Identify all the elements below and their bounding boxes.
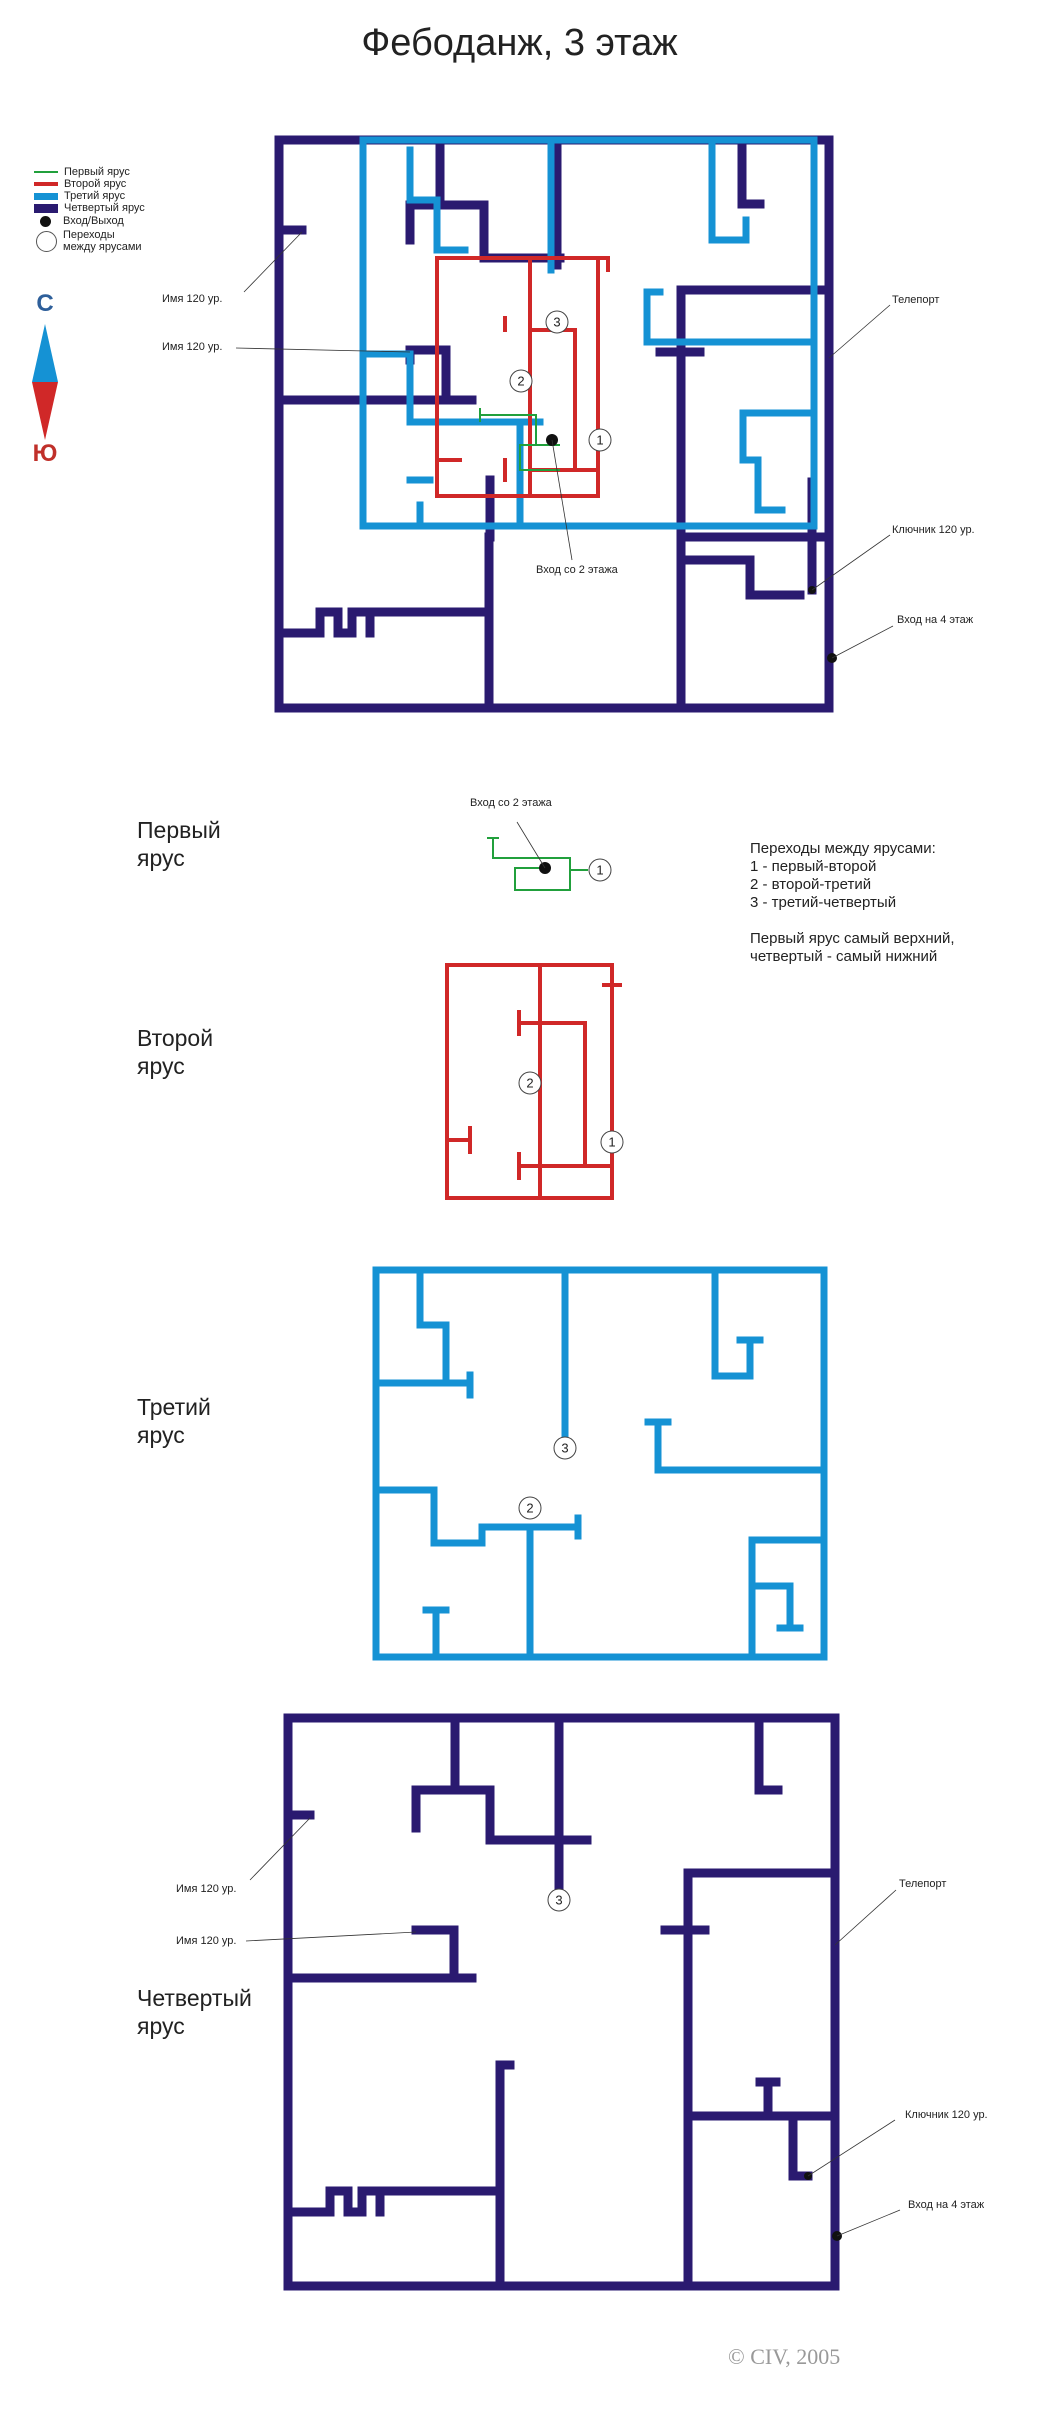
tier4-transition-3: 3 (547, 1888, 571, 1912)
tier2-transition-2: 2 (518, 1071, 542, 1095)
svg-text:3: 3 (553, 315, 560, 330)
tier3-map: 3 2 (372, 1266, 828, 1661)
tier4-exit4-label: Вход на 4 этаж (908, 2199, 985, 2211)
legend-label: Первый ярус (64, 166, 130, 178)
entry-dot-icon (40, 215, 51, 227)
tier4-swatch (34, 203, 58, 213)
tier1-swatch (34, 171, 58, 173)
transitions-note: Переходы между ярусами: 1 - первый-второ… (750, 840, 955, 966)
legend-label: Второй ярус (64, 178, 127, 190)
tier2-transition-1: 1 (600, 1130, 624, 1154)
overview-teleport-label: Телепорт (892, 294, 939, 306)
note-footer-2: четвертый - самый нижний (750, 948, 938, 965)
svg-text:3: 3 (555, 1893, 562, 1908)
compass-north-label: С (36, 290, 54, 317)
legend-item-tier3: Третий ярус (34, 190, 145, 202)
svg-text:1: 1 (608, 1135, 615, 1150)
legend-label: Третий ярус (64, 190, 126, 202)
compass: С Ю (28, 290, 62, 475)
legend-label: Четвертый ярус (64, 202, 145, 214)
overview-tier3-walls (359, 136, 818, 530)
legend-label: Вход/Выход (63, 215, 124, 227)
legend-item-tier1: Первый ярус (34, 166, 145, 178)
tier4-leader-lines (245, 1817, 901, 2237)
tier-label-second: Второй ярус (137, 1025, 214, 1079)
overview-transition-2: 2 (509, 369, 533, 393)
tier2-swatch (34, 182, 58, 186)
tier1-transition-1: 1 (588, 858, 612, 882)
overview-keykeeper-label: Ключник 120 ур. (892, 524, 975, 536)
overview-tier1-walls (479, 408, 560, 471)
note-heading: Переходы между ярусами: (750, 840, 936, 857)
map-legend: Первый ярус Второй ярус Третий ярус Четв… (34, 166, 145, 254)
tier3-transition-3: 3 (553, 1436, 577, 1460)
tier1-map: 1 Вход со 2 этажа (470, 797, 612, 891)
tier-label-fourth: Четвертый ярус (137, 1985, 252, 2039)
compass-needle-icon (32, 324, 58, 440)
tier4-name-label-2: Имя 120 ур. (176, 1935, 236, 1947)
svg-text:1: 1 (596, 433, 603, 448)
overview-map: 1 2 3 Имя 120 ур. Имя 120 ур. Телепорт К… (162, 135, 975, 713)
tier4-name-label-1: Имя 120 ур. (176, 1883, 236, 1895)
overview-entry2-label: Вход со 2 этажа (536, 564, 619, 576)
overview-tier2-walls (435, 256, 610, 498)
overview-name-label-1: Имя 120 ур. (162, 293, 222, 305)
tier4-map: 3 Имя 120 ур. Имя 120 ур. Телепорт Ключн… (176, 1713, 988, 2291)
tier-label-third: Третий ярус (137, 1394, 211, 1448)
tier1-entry-label: Вход со 2 этажа (470, 797, 553, 809)
svg-text:2: 2 (526, 1076, 533, 1091)
tier4-keykeeper-label: Ключник 120 ур. (905, 2109, 988, 2121)
transition-circle-icon (36, 230, 57, 252)
compass-south-label: Ю (32, 440, 58, 467)
legend-item-transition: Переходы между ярусами (34, 228, 145, 254)
svg-text:3: 3 (561, 1441, 568, 1456)
overview-exit4-label: Вход на 4 этаж (897, 614, 974, 626)
overview-leader-lines (235, 231, 894, 659)
svg-text:1: 1 (596, 863, 603, 878)
tier4-teleport-label: Телепорт (899, 1878, 946, 1890)
copyright: © CIV, 2005 (728, 2344, 841, 2369)
legend-label: Переходы между ярусами (63, 229, 142, 253)
note-footer-1: Первый ярус самый верхний, (750, 930, 955, 947)
overview-name-label-2: Имя 120 ур. (162, 341, 222, 353)
tier2-map: 2 1 (445, 963, 624, 1200)
note-line-1: 1 - первый-второй (750, 858, 877, 875)
svg-text:2: 2 (526, 1501, 533, 1516)
legend-item-tier2: Второй ярус (34, 178, 145, 190)
tier3-transition-2: 2 (518, 1496, 542, 1520)
overview-transition-3: 3 (545, 310, 569, 334)
note-line-2: 2 - второй-третий (750, 876, 872, 893)
svg-text:2: 2 (517, 374, 524, 389)
tier-label-first: Первый ярус (137, 817, 221, 871)
page-title: Фебоданж, 3 этаж (361, 22, 678, 64)
legend-item-entry: Вход/Выход (34, 214, 145, 228)
overview-transition-1: 1 (588, 428, 612, 452)
legend-item-tier4: Четвертый ярус (34, 202, 145, 214)
note-line-3: 3 - третий-четвертый (750, 894, 897, 911)
tier3-swatch (34, 192, 58, 200)
